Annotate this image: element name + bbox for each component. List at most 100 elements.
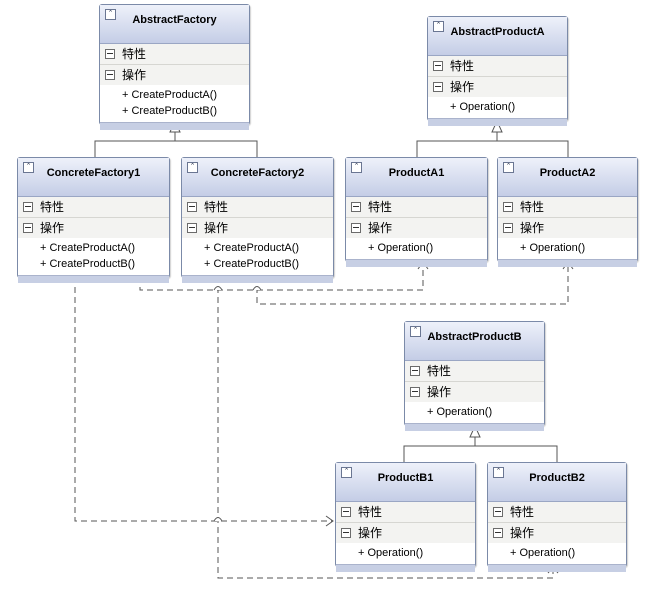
operations-label: 操作 [510, 526, 535, 540]
operations-section[interactable]: 操作 [428, 77, 567, 97]
generalization-product-b1 [403, 437, 476, 462]
collapse-minus-icon[interactable] [105, 49, 115, 59]
operations-section[interactable]: 操作 [336, 523, 475, 543]
class-footer [346, 259, 487, 267]
operations-label: 操作 [358, 526, 383, 540]
dependency-factory1-to-product-a1 [139, 262, 424, 291]
class-product-a2[interactable]: ⌃ ProductA2 特性 操作 + Operation() [497, 157, 638, 267]
operations-section[interactable]: 操作 [182, 218, 333, 238]
class-title: ConcreteFactory2 [210, 167, 305, 179]
class-abstract-factory[interactable]: ⌃ AbstractFactory 特性 操作 + CreateProductA… [99, 4, 250, 130]
operation-item[interactable]: + CreateProductA() [40, 242, 136, 254]
generalization-product-a1 [416, 132, 498, 157]
operations-label: 操作 [427, 385, 452, 399]
class-product-b2[interactable]: ⌃ ProductB2 特性 操作 + Operation() [487, 462, 627, 572]
class-header: ⌃ AbstractProductB [405, 322, 544, 361]
operation-item[interactable]: + Operation() [510, 547, 576, 559]
collapse-minus-icon[interactable] [493, 507, 503, 517]
operations-label: 操作 [40, 221, 65, 235]
class-abstract-product-b[interactable]: ⌃ AbstractProductB 特性 操作 + Operation() [404, 321, 545, 431]
operations-section[interactable]: 操作 [100, 65, 249, 85]
generalization-factory1 [94, 132, 176, 157]
attributes-section[interactable]: 特性 [346, 197, 487, 218]
collapse-icon[interactable]: ⌃ [433, 21, 444, 32]
collapse-minus-icon[interactable] [341, 507, 351, 517]
operations-section[interactable]: 操作 [488, 523, 626, 543]
collapse-minus-icon[interactable] [410, 366, 420, 376]
operations-section[interactable]: 操作 [405, 382, 544, 402]
collapse-minus-icon[interactable] [187, 223, 197, 233]
collapse-minus-icon[interactable] [351, 202, 361, 212]
operation-item[interactable]: + CreateProductB() [204, 258, 300, 270]
operation-item[interactable]: + Operation() [368, 242, 434, 254]
class-header: ⌃ ConcreteFactory1 [18, 158, 169, 197]
collapse-minus-icon[interactable] [23, 223, 33, 233]
class-concrete-factory1[interactable]: ⌃ ConcreteFactory1 特性 操作 + CreateProduct… [17, 157, 170, 283]
class-title: ProductA2 [539, 167, 596, 179]
operations-list: + Operation() [336, 543, 475, 564]
operation-item[interactable]: + CreateProductB() [122, 105, 218, 117]
collapse-minus-icon[interactable] [187, 202, 197, 212]
collapse-minus-icon[interactable] [433, 82, 443, 92]
line-hop [252, 286, 262, 291]
collapse-minus-icon[interactable] [503, 202, 513, 212]
class-footer [336, 564, 475, 572]
collapse-minus-icon[interactable] [341, 528, 351, 538]
operation-item[interactable]: + CreateProductA() [122, 89, 218, 101]
class-title: ProductA1 [388, 167, 445, 179]
attributes-section[interactable]: 特性 [100, 44, 249, 65]
attributes-section[interactable]: 特性 [405, 361, 544, 382]
attributes-section[interactable]: 特性 [182, 197, 333, 218]
collapse-minus-icon[interactable] [503, 223, 513, 233]
collapse-icon[interactable]: ⌃ [187, 162, 198, 173]
collapse-icon[interactable]: ⌃ [105, 9, 116, 20]
attributes-label: 特性 [450, 59, 475, 73]
generalization-product-a2 [497, 140, 569, 157]
collapse-icon[interactable]: ⌃ [341, 467, 352, 478]
attributes-section[interactable]: 特性 [428, 56, 567, 77]
class-product-a1[interactable]: ⌃ ProductA1 特性 操作 + Operation() [345, 157, 488, 267]
collapse-icon[interactable]: ⌃ [23, 162, 34, 173]
operation-item[interactable]: + Operation() [427, 406, 493, 418]
class-abstract-product-a[interactable]: ⌃ AbstractProductA 特性 操作 + Operation() [427, 16, 568, 126]
attributes-label: 特性 [204, 200, 229, 214]
operation-item[interactable]: + CreateProductA() [204, 242, 300, 254]
collapse-minus-icon[interactable] [410, 387, 420, 397]
operations-label: 操作 [368, 221, 393, 235]
class-concrete-factory2[interactable]: ⌃ ConcreteFactory2 特性 操作 + CreateProduct… [181, 157, 334, 283]
generalization-factory2 [175, 140, 258, 157]
attributes-section[interactable]: 特性 [18, 197, 169, 218]
collapse-icon[interactable]: ⌃ [410, 326, 421, 337]
class-product-b1[interactable]: ⌃ ProductB1 特性 操作 + Operation() [335, 462, 476, 572]
operation-item[interactable]: + Operation() [358, 547, 424, 559]
operation-item[interactable]: + Operation() [520, 242, 586, 254]
line-hop [213, 286, 223, 291]
attributes-label: 特性 [510, 505, 535, 519]
class-header: ⌃ ProductB1 [336, 463, 475, 502]
operation-item[interactable]: + CreateProductB() [40, 258, 136, 270]
operations-section[interactable]: 操作 [18, 218, 169, 238]
attributes-section[interactable]: 特性 [488, 502, 626, 523]
attributes-section[interactable]: 特性 [498, 197, 637, 218]
class-title: ProductB2 [529, 472, 585, 484]
line-hop [213, 517, 223, 522]
collapse-minus-icon[interactable] [23, 202, 33, 212]
collapse-icon[interactable]: ⌃ [503, 162, 514, 173]
collapse-icon[interactable]: ⌃ [493, 467, 504, 478]
collapse-icon[interactable]: ⌃ [351, 162, 362, 173]
operations-section[interactable]: 操作 [498, 218, 637, 238]
attributes-section[interactable]: 特性 [336, 502, 475, 523]
class-footer [18, 275, 169, 283]
operations-list: + CreateProductA() + CreateProductB() [182, 238, 333, 275]
attributes-label: 特性 [520, 200, 545, 214]
collapse-minus-icon[interactable] [105, 70, 115, 80]
operations-section[interactable]: 操作 [346, 218, 487, 238]
operations-label: 操作 [204, 221, 229, 235]
collapse-minus-icon[interactable] [493, 528, 503, 538]
class-header: ⌃ ConcreteFactory2 [182, 158, 333, 197]
collapse-minus-icon[interactable] [433, 61, 443, 71]
operation-item[interactable]: + Operation() [450, 101, 516, 113]
operations-list: + Operation() [498, 238, 637, 259]
collapse-minus-icon[interactable] [351, 223, 361, 233]
